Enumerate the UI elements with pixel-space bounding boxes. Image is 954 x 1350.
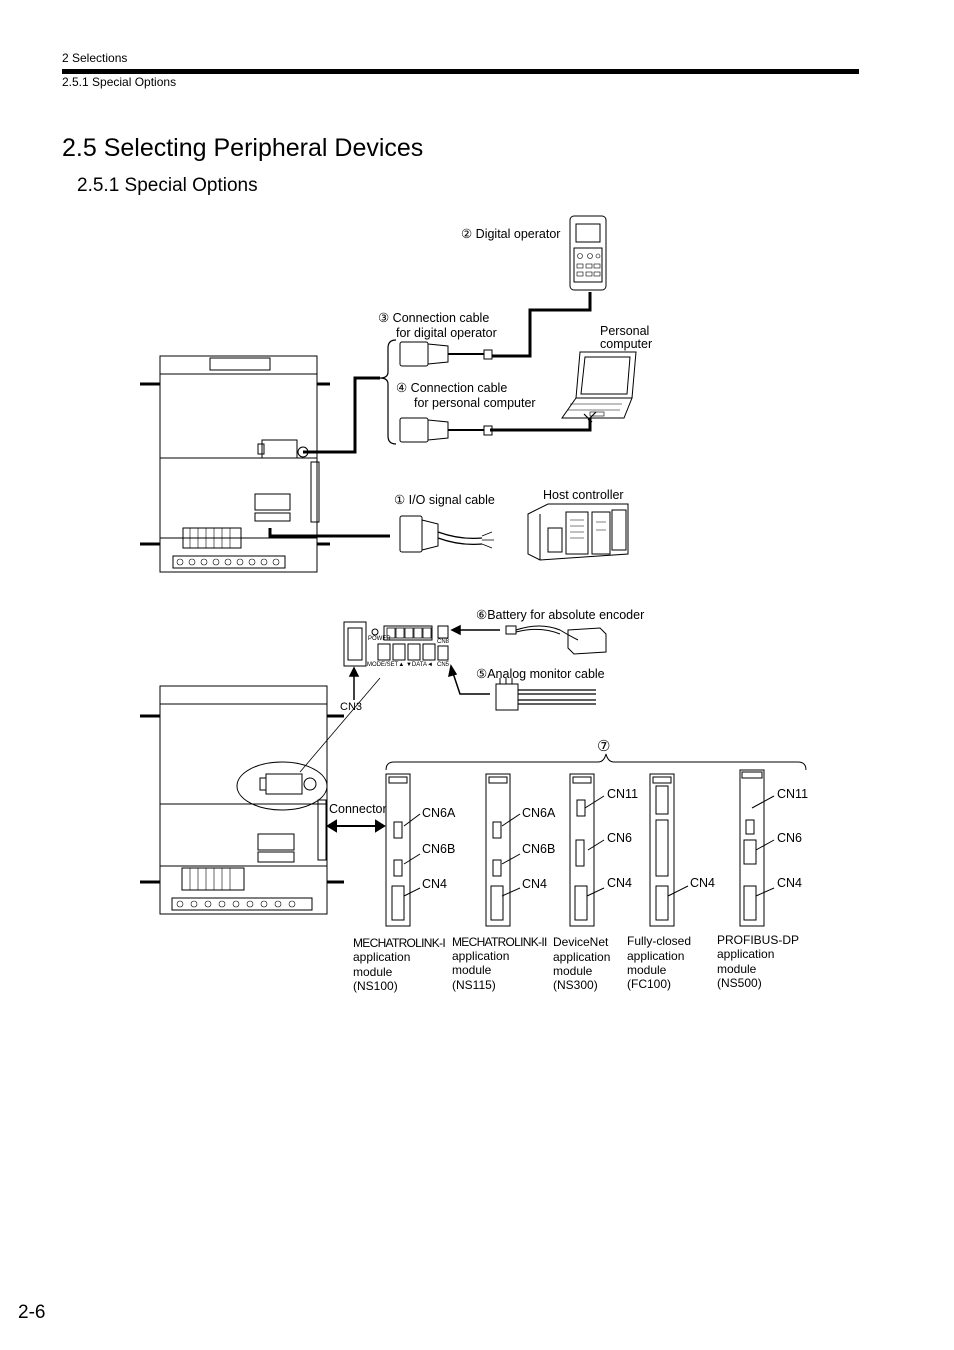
label-analog-monitor-cable: ⑤Analog monitor cable (476, 667, 605, 681)
module1-label-1: CN6A (422, 806, 456, 820)
label-cn3: CN3 (340, 701, 363, 713)
module3-label-1: CN11 (607, 787, 639, 801)
module5-label-1: CN11 (777, 787, 809, 801)
page-title: 2.5 Selecting Peripheral Devices (62, 134, 424, 162)
module3-desc-2: module (553, 964, 593, 978)
label-cable-pc-1: ④ Connection cable (396, 381, 508, 395)
label-digital-operator: ② Digital operator (461, 227, 561, 241)
label-cable-pc-2: for personal computer (414, 396, 536, 410)
label-cable-digital-operator-2: for digital operator (396, 326, 497, 340)
battery-drawing (505, 625, 607, 655)
module5-desc-3: (NS500) (717, 976, 762, 990)
module3-name: DeviceNet (553, 935, 609, 949)
label-personal-computer-2: computer (600, 337, 653, 351)
personal-computer-drawing (561, 351, 637, 419)
module1-label-3: CN4 (422, 877, 448, 891)
module2-label-2: CN6B (522, 842, 556, 856)
label-panel-cn5: CN5 (437, 662, 450, 668)
label-battery: ⑥Battery for absolute encoder (476, 608, 645, 622)
module-fc100-drawing (649, 773, 689, 927)
module3-desc-1: application (553, 950, 611, 964)
label-panel-cn8: CN8 (437, 639, 450, 645)
header-rule (62, 69, 859, 74)
module4-desc-2: module (627, 963, 667, 977)
label-cable-digital-operator-1: ③ Connection cable (378, 311, 490, 325)
module2-desc-3: (NS115) (452, 978, 496, 992)
servopack-top (140, 355, 330, 573)
module2-label-1: CN6A (522, 806, 556, 820)
page-number: 2-6 (18, 1302, 46, 1323)
module1-desc-2: module (353, 965, 393, 979)
label-connector: Connector (329, 802, 387, 816)
module-ns500-drawing (739, 769, 775, 927)
io-signal-cable-drawing (399, 515, 494, 553)
module-ns100-drawing (385, 773, 421, 927)
label-host-controller: Host controller (543, 488, 624, 502)
module2-desc-2: module (452, 963, 492, 977)
label-panel-power: POWER (368, 636, 391, 642)
module3-desc-3: (NS300) (553, 978, 598, 992)
module1-desc-1: application (353, 950, 411, 964)
front-panel-drawing (343, 621, 449, 667)
module4-label-1: CN4 (690, 876, 716, 890)
module1-name: MECHATROLINK-I (353, 936, 446, 950)
cable-personal-computer-drawing (399, 417, 493, 443)
servopack-bottom (140, 685, 344, 915)
module3-label-3: CN4 (607, 876, 633, 890)
section-title: 2.5.1 Special Options (77, 175, 258, 196)
digital-operator-drawing (569, 215, 607, 291)
host-controller-drawing (527, 503, 629, 561)
module5-name: PROFIBUS-DP (717, 933, 800, 947)
module4-name: Fully-closed (627, 934, 692, 948)
module-ns115-drawing (485, 773, 521, 927)
module5-desc-2: module (717, 962, 757, 976)
label-option-group: ⑦ (597, 738, 611, 755)
module1-label-2: CN6B (422, 842, 456, 856)
module2-label-3: CN4 (522, 877, 548, 891)
module2-desc-1: application (452, 949, 510, 963)
running-header-chapter: 2 Selections (62, 51, 128, 65)
module5-label-3: CN4 (777, 876, 803, 890)
label-panel-keys: MODE/SET▲ ▼DATA◄ (367, 662, 433, 668)
label-io-signal-cable: ① I/O signal cable (394, 493, 495, 507)
module4-desc-3: (FC100) (627, 977, 672, 991)
cable-digital-operator-drawing (399, 341, 493, 367)
module1-desc-3: (NS100) (353, 979, 398, 993)
analog-monitor-cable-drawing (495, 678, 596, 711)
module5-label-2: CN6 (777, 831, 803, 845)
module3-label-2: CN6 (607, 831, 633, 845)
label-personal-computer-1: Personal (600, 324, 650, 338)
module4-desc-1: application (627, 949, 685, 963)
module2-name: MECHATROLINK-II (452, 935, 547, 949)
running-header-section: 2.5.1 Special Options (62, 75, 177, 89)
module-ns300-drawing (569, 773, 605, 927)
module5-desc-1: application (717, 947, 775, 961)
